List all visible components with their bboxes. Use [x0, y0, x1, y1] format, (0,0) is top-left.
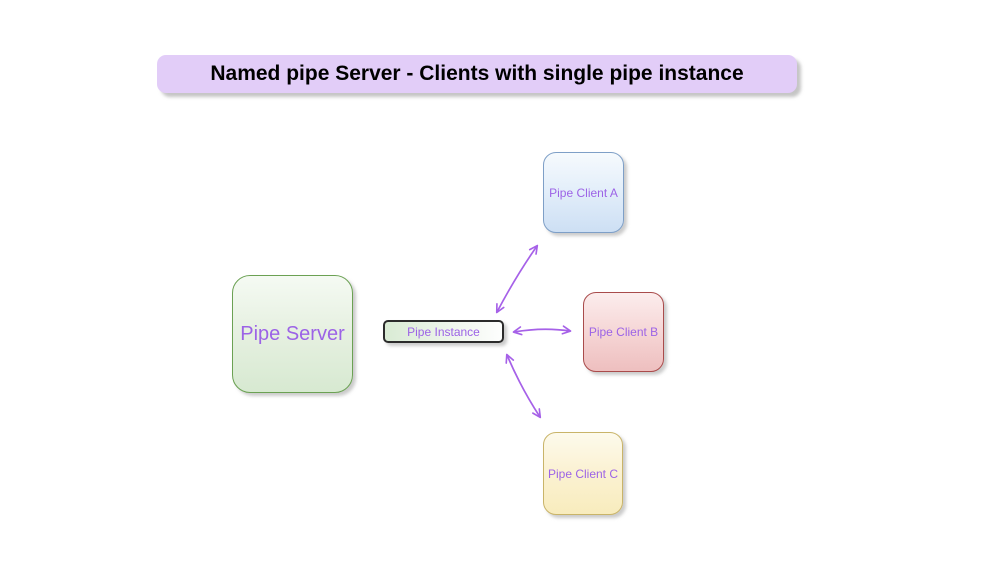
node-pipe-server: Pipe Server: [232, 275, 353, 393]
title-banner: Named pipe Server - Clients with single …: [157, 55, 797, 93]
edge-instance-client-c-bidirectional-arrow: [505, 353, 542, 419]
node-pipe-client-c: Pipe Client C: [543, 432, 623, 515]
pipe-server-label: Pipe Server: [240, 322, 345, 345]
node-pipe-client-a: Pipe Client A: [543, 152, 624, 233]
pipe-client-c-label: Pipe Client C: [547, 466, 619, 481]
diagram-title: Named pipe Server - Clients with single …: [210, 62, 744, 85]
edge-instance-client-a-bidirectional-arrow: [495, 244, 539, 314]
pipe-client-a-label: Pipe Client A: [549, 185, 618, 200]
pipe-instance-label: Pipe Instance: [407, 324, 480, 339]
node-pipe-client-b: Pipe Client B: [583, 292, 664, 372]
edge-instance-client-b-bidirectional-arrow: [512, 325, 572, 336]
pipe-client-b-label: Pipe Client B: [588, 325, 659, 339]
node-pipe-instance: Pipe Instance: [383, 320, 504, 343]
